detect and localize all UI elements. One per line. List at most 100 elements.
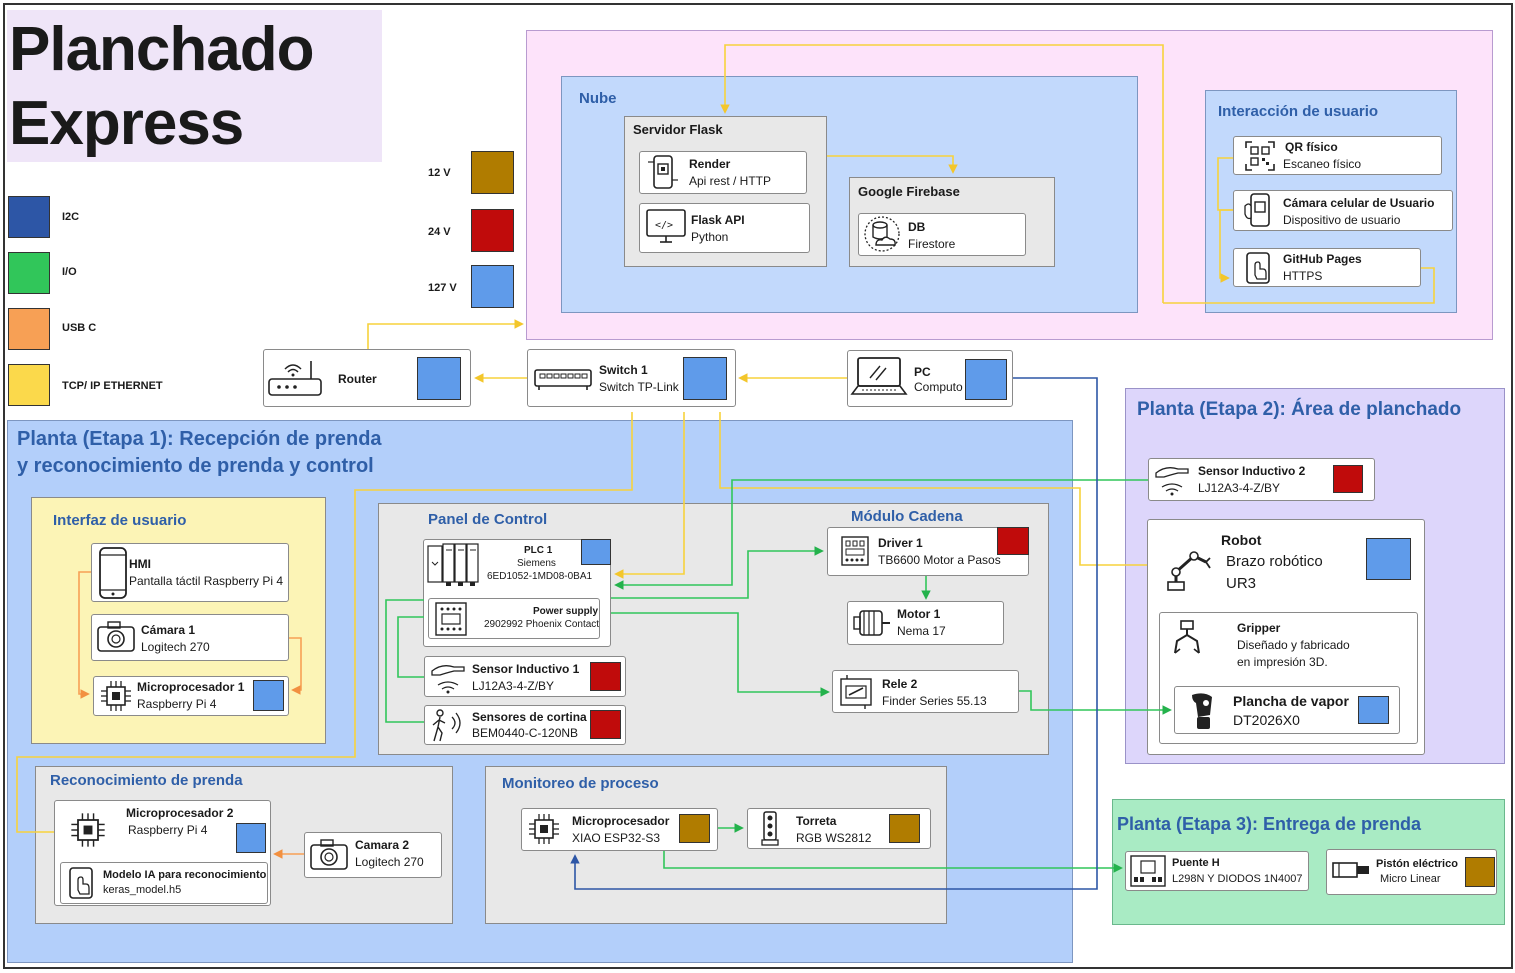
voltage-24v-label: 24 V <box>428 226 451 238</box>
flask-sub: Python <box>691 230 729 244</box>
hmi-box[interactable] <box>91 543 289 602</box>
sensor-inductivo2-sub: LJ12A3-4-Z/BY <box>1198 481 1281 495</box>
render-box[interactable] <box>639 151 807 194</box>
motor-icon <box>853 610 890 636</box>
flask-box[interactable] <box>639 203 810 253</box>
voltage-12v-swatch <box>471 151 514 194</box>
micro2-sub: Raspberry Pi 4 <box>128 823 208 837</box>
legend-eth-label: TCP/ IP ETHERNET <box>62 380 163 392</box>
gripper-sub2: en impresión 3D. <box>1237 655 1328 669</box>
laptop-icon <box>850 357 908 395</box>
legend-eth-swatch <box>8 364 50 406</box>
power-supply-title: Power supply <box>533 606 599 617</box>
camera-icon <box>97 621 135 652</box>
xiao-sub: XIAO ESP32-S3 <box>572 831 661 845</box>
reconocimiento-title: Reconocimiento de prenda <box>50 772 243 789</box>
flask-title: Flask API <box>691 213 745 227</box>
etapa1-title-line1: Planta (Etapa 1): Recepción de prenda <box>17 428 382 450</box>
micro2-127v-indicator <box>236 823 266 853</box>
monitor-code-icon: </> <box>646 209 686 243</box>
db-title: DB <box>908 220 926 234</box>
db-box[interactable] <box>858 213 1026 256</box>
pc-title: PC <box>914 365 931 379</box>
smartphone-icon <box>99 547 127 599</box>
plancha-sub: DT2026X0 <box>1233 712 1300 728</box>
xiao-title: Microprocesador <box>572 814 670 828</box>
camera-icon <box>310 839 348 870</box>
power-supply-box[interactable] <box>428 598 600 639</box>
hmi-sub: Pantalla táctil Raspberry Pi 4 <box>129 574 284 588</box>
qr-box[interactable] <box>1233 136 1442 175</box>
usb-wires <box>78 571 304 859</box>
sensor-inductivo1-title: Sensor Inductivo 1 <box>472 662 580 676</box>
i2c-wires <box>570 377 1098 890</box>
github-title: GitHub Pages <box>1283 252 1362 266</box>
qr-sub: Escaneo físico <box>1283 157 1362 171</box>
puente-h-title: Puente H <box>1172 857 1220 869</box>
switch1-sub: Switch TP-Link <box>599 380 679 394</box>
ethernet-wires <box>16 44 1435 833</box>
voltage-12v-label: 12 V <box>428 167 451 179</box>
title-panel <box>7 10 382 162</box>
voltage-24v-swatch <box>471 209 514 252</box>
camara1-title: Cámara 1 <box>141 623 196 637</box>
sensores-cortina-24v-indicator <box>590 710 621 739</box>
servidor-title: Servidor Flask <box>633 122 723 137</box>
torreta-12v-indicator <box>889 814 920 843</box>
voltage-127v-swatch <box>471 265 514 308</box>
legend-usb-swatch <box>8 308 50 350</box>
tablet-touch-icon <box>1246 252 1270 284</box>
robot-arm-icon <box>1167 551 1211 591</box>
qr-title: QR físico <box>1285 140 1338 154</box>
router-127v-indicator <box>417 357 461 400</box>
camara1-sub: Logitech 270 <box>141 640 210 654</box>
relay-icon <box>840 675 872 709</box>
legend-io-swatch <box>8 252 50 294</box>
diagram-frame <box>3 3 1513 969</box>
gripper-icon <box>1174 620 1200 654</box>
motor1-title: Motor 1 <box>897 607 941 621</box>
driver1-24v-indicator <box>997 527 1029 555</box>
legend-i2c-label: I2C <box>62 211 80 223</box>
h-bridge-board-icon <box>1130 855 1166 887</box>
db-sub: Firestore <box>908 237 956 251</box>
legend-i2c-swatch <box>8 196 50 238</box>
micro1-title: Microprocesador 1 <box>137 680 245 694</box>
torreta-sub: RGB WS2812 <box>796 831 872 845</box>
title-line2: Express <box>9 89 244 158</box>
microchip-icon <box>529 814 559 844</box>
sensor-inductivo2-24v-indicator <box>1333 465 1363 493</box>
phone-scan-icon <box>1244 193 1270 227</box>
micro1-127v-indicator <box>253 680 284 711</box>
sensores-cortina-title: Sensores de cortina <box>472 710 587 724</box>
database-cloud-icon <box>864 216 900 252</box>
signal-tower-icon <box>761 811 779 846</box>
github-box[interactable] <box>1233 248 1421 287</box>
switch1-127v-indicator <box>683 357 727 400</box>
person-walking-sensor-icon <box>432 709 461 742</box>
micro2-title: Microprocesador 2 <box>126 806 234 820</box>
motor1-box[interactable] <box>847 601 1004 645</box>
plancha-127v-indicator <box>1358 696 1389 724</box>
xiao-12v-indicator <box>679 814 710 843</box>
panel-title: Panel de Control <box>428 511 548 528</box>
camara1-box[interactable] <box>91 614 289 661</box>
driver1-sub: TB6600 Motor a Pasos <box>878 553 1001 567</box>
hmi-title: HMI <box>129 557 151 571</box>
linear-actuator-icon <box>1332 862 1369 878</box>
etapa2-title: Planta (Etapa 2): Área de planchado <box>1137 399 1462 420</box>
cadena-title: Módulo Cadena <box>851 508 963 525</box>
qr-code-icon <box>1245 141 1275 171</box>
router-icon <box>268 361 322 396</box>
puente-h-box[interactable] <box>1125 851 1309 891</box>
modelo-ia-box[interactable] <box>60 862 268 904</box>
camara2-title: Camara 2 <box>355 838 410 852</box>
power-supply-icon <box>435 602 467 636</box>
rele2-box[interactable] <box>832 670 1019 713</box>
render-sub: Api rest / HTTP <box>689 174 772 188</box>
hand-proximity-icon <box>1155 467 1189 496</box>
rele2-title: Rele 2 <box>882 677 918 691</box>
render-title: Render <box>689 157 731 171</box>
modelo-ia-title: Modelo IA para reconocimiento <box>103 869 267 881</box>
nube-title: Nube <box>579 90 617 107</box>
